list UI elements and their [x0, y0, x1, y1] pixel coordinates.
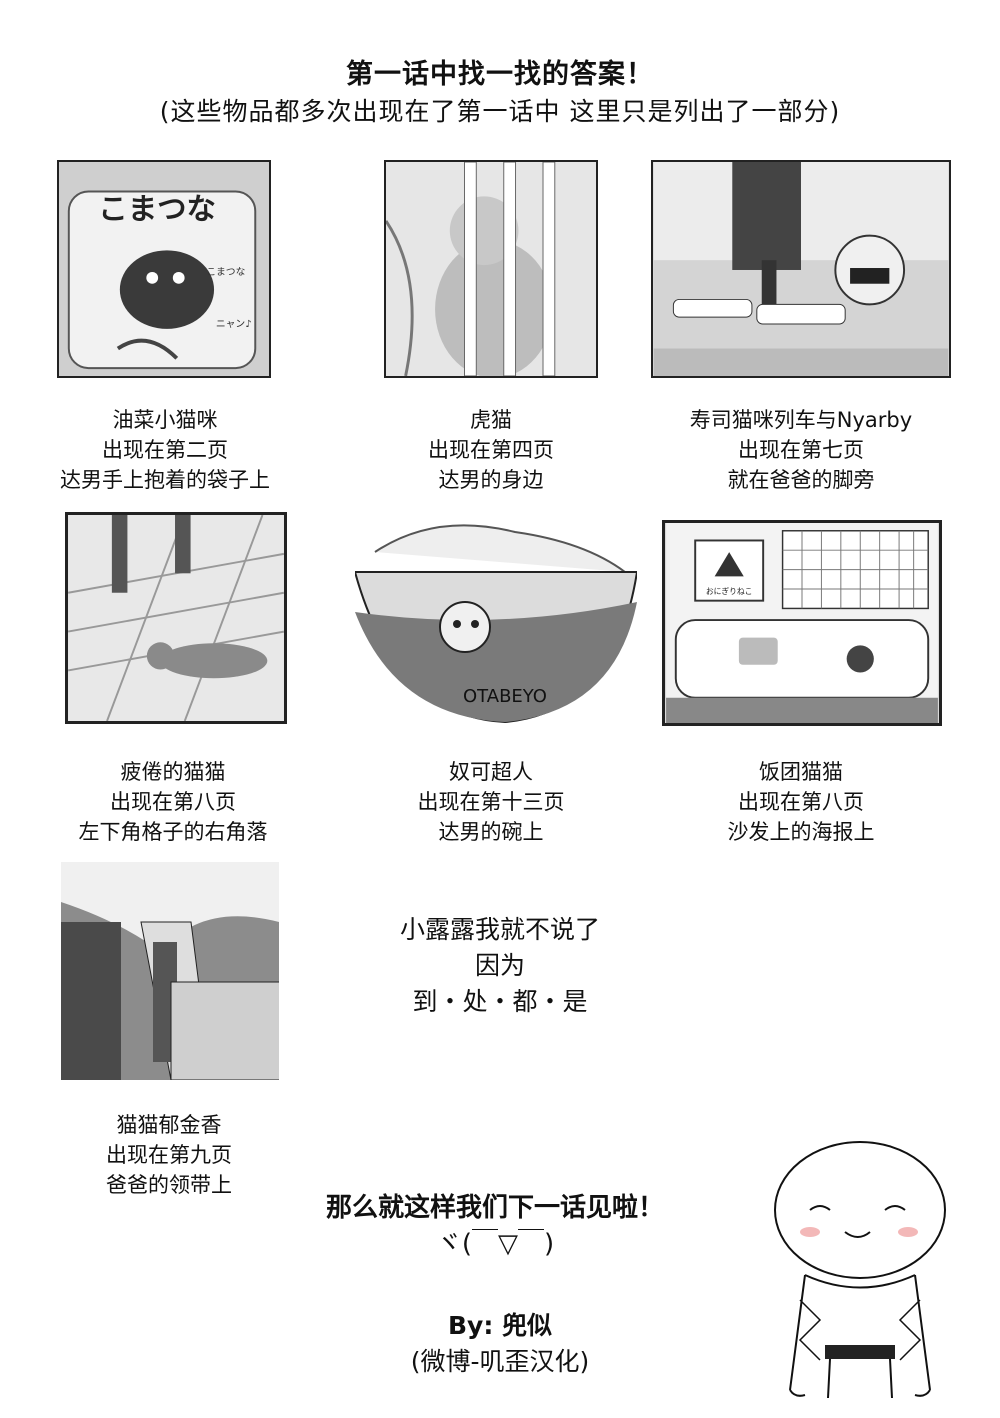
- sushi-train-illustration: [653, 162, 949, 376]
- item-page: 出现在第二页: [102, 438, 228, 462]
- credit-block: By: 兜似 (微博-叽歪汉化): [330, 1308, 670, 1380]
- bowl-text: OTABEYO: [463, 686, 547, 707]
- note-line-3: 到・处・都・是: [412, 987, 588, 1016]
- item-name: 奴可超人: [449, 760, 533, 784]
- item-page: 出现在第九页: [106, 1143, 232, 1167]
- mascot-illustration: [750, 1140, 960, 1402]
- item-page: 出现在第八页: [738, 790, 864, 814]
- caption-item-6: 饭团猫猫 出现在第八页 沙发上的海报上: [656, 757, 946, 847]
- item-page: 出现在第十三页: [417, 790, 565, 814]
- caption-item-1: 油菜小猫咪 出现在第二页 达男手上抱着的袋子上: [20, 405, 310, 495]
- caption-item-7: 猫猫郁金香 出现在第九页 爸爸的领带上: [24, 1110, 314, 1200]
- page-subtitle: (这些物品都多次出现在了第一话中 这里只是列出了一部分): [159, 97, 841, 126]
- item-location: 达男的身边: [438, 468, 544, 492]
- mascot-drawing: [774, 1141, 946, 1399]
- panel-tiger-cat: [384, 160, 598, 378]
- tulip-cat-illustration: [61, 862, 279, 1080]
- note-line-1: 小露露我就不说了: [399, 915, 600, 944]
- onigiri-cat-illustration: おにぎりねこ: [666, 523, 938, 723]
- credit-author: By: 兜似: [447, 1311, 553, 1340]
- note-line-2: 因为: [474, 951, 525, 980]
- tired-cat-illustration: [68, 515, 284, 721]
- farewell-line-1: 那么就这样我们下一话见啦！: [325, 1193, 664, 1223]
- item-page: 出现在第八页: [110, 790, 236, 814]
- item-page: 出现在第七页: [738, 438, 864, 462]
- item-location: 爸爸的领带上: [106, 1173, 232, 1197]
- note-block: 小露露我就不说了 因为 到・处・都・是: [330, 912, 670, 1020]
- panel-komatsuna-cat: こまつな こまつな ニャン♪: [57, 160, 271, 378]
- page-title: 第一话中找一找的答案！: [346, 59, 654, 90]
- nuko-bowl-illustration: OTABEYO: [355, 512, 637, 724]
- item-name: 虎猫: [470, 408, 512, 432]
- caption-item-4: 疲倦的猫猫 出现在第八页 左下角格子的右角落: [28, 757, 318, 847]
- panel-sushi-cat-train: [651, 160, 951, 378]
- item-name: 寿司猫咪列车与Nyarby: [689, 408, 913, 432]
- panel-onigiri-cat: おにぎりねこ: [662, 520, 942, 726]
- komatsuna-cat-illustration: こまつな こまつな ニャン♪: [59, 162, 269, 376]
- komatsuna-logo: こまつな: [98, 192, 216, 226]
- farewell-kaomoji: ヾ(￣▽￣): [435, 1229, 555, 1259]
- poster-text: おにぎりねこ: [706, 586, 753, 596]
- panel-tulip-cat: [61, 862, 279, 1080]
- item-name: 猫猫郁金香: [116, 1113, 222, 1137]
- item-location: 左下角格子的右角落: [78, 820, 268, 844]
- credit-group: (微博-叽歪汉化): [410, 1347, 590, 1376]
- caption-item-2: 虎猫 出现在第四页 达男的身边: [346, 405, 636, 495]
- item-page: 出现在第四页: [428, 438, 554, 462]
- item-name: 油菜小猫咪: [112, 408, 218, 432]
- item-location: 达男手上抱着的袋子上: [60, 468, 270, 492]
- caption-item-5: 奴可超人 出现在第十三页 达男的碗上: [346, 757, 636, 847]
- panel-nuko-bowl: OTABEYO: [355, 512, 637, 724]
- farewell-block: 那么就这样我们下一话见啦！ ヾ(￣▽￣): [270, 1190, 720, 1262]
- panel-tired-cat: [65, 512, 287, 724]
- tiger-cat-illustration: [386, 162, 596, 376]
- caption-item-3: 寿司猫咪列车与Nyarby 出现在第七页 就在爸爸的脚旁: [656, 405, 946, 495]
- item-location: 达男的碗上: [438, 820, 544, 844]
- item-location: 沙发上的海报上: [727, 820, 875, 844]
- item-name: 疲倦的猫猫: [120, 760, 226, 784]
- item-name: 饭团猫猫: [759, 760, 843, 784]
- item-location: 就在爸爸的脚旁: [727, 468, 875, 492]
- svg-text:こまつな: こまつな: [206, 266, 245, 278]
- svg-text:ニャン♪: ニャン♪: [216, 319, 252, 330]
